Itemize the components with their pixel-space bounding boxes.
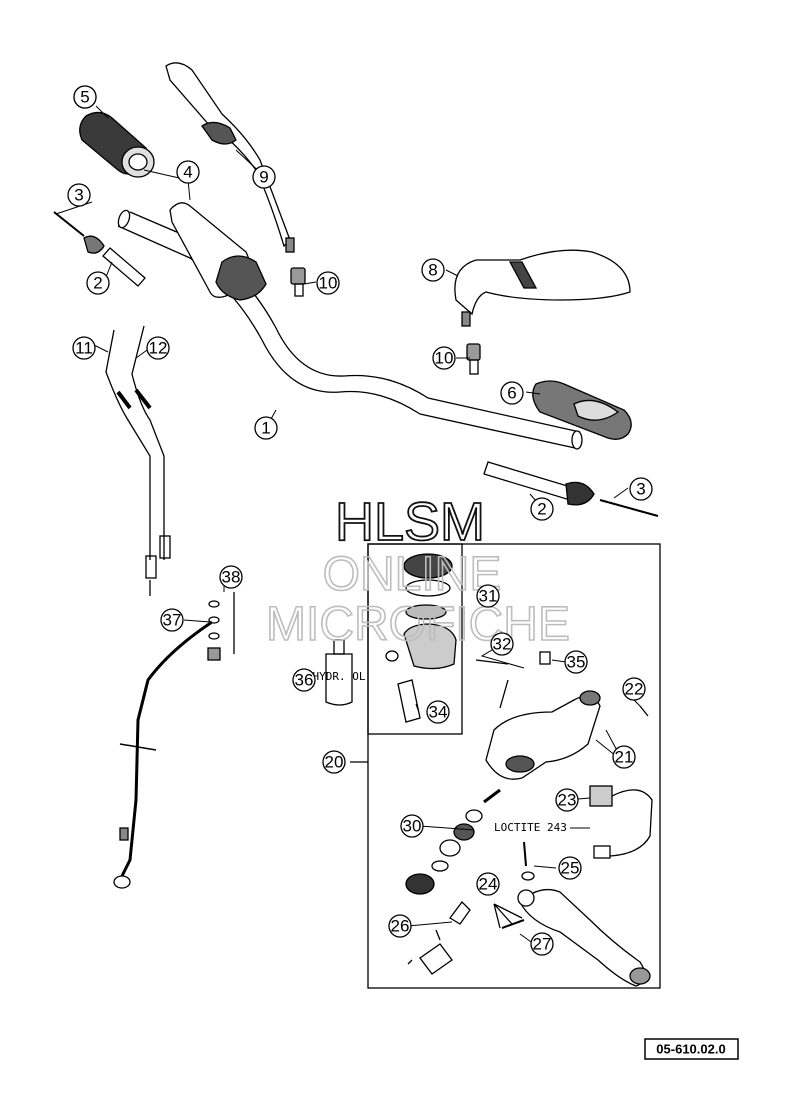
callout-35: 35 [564, 650, 588, 674]
piston-kit [405, 788, 501, 895]
callout-10a-text: 10 [319, 274, 338, 293]
callout-1: 1 [254, 416, 278, 440]
callout-4: 4 [176, 160, 200, 184]
callout-6: 6 [500, 381, 524, 405]
bar-end-right [483, 461, 659, 517]
pushrod-parts [407, 901, 471, 975]
callout-36-text: 36 [295, 671, 314, 690]
callout-37-text: 37 [163, 611, 182, 630]
callout-27-text: 27 [533, 935, 552, 954]
callout-24: 24 [476, 872, 500, 896]
watermark-line3: MICROFICHE [266, 598, 570, 651]
callout-27: 27 [530, 932, 554, 956]
fluid-bottle: HYDR. OL [313, 639, 366, 706]
callout-26-text: 26 [391, 917, 410, 936]
callout-34: 34 [426, 700, 450, 724]
banjo-washers [207, 592, 235, 661]
callout-8-text: 8 [428, 261, 437, 280]
lever-bracket [475, 651, 649, 780]
callout-12: 12 [146, 336, 170, 360]
callout-4-text: 4 [183, 163, 192, 182]
callout-21: 21 [612, 745, 636, 769]
callout-20: 20 [322, 750, 346, 774]
callout-24-text: 24 [479, 875, 498, 894]
nut-right [466, 343, 481, 375]
callout-21-text: 21 [615, 748, 634, 767]
callout-9-text: 9 [259, 168, 268, 187]
diagram-code: 05-610.02.0 [656, 1042, 725, 1057]
loctite-note: LOCTITE 243 [494, 821, 567, 834]
grip-left [79, 111, 155, 178]
callout-10b-text: 10 [435, 349, 454, 368]
callout-9: 9 [252, 165, 276, 189]
watermark-line1: HLSM [335, 492, 485, 552]
callout-36: 36 [292, 668, 316, 692]
callout-30: 30 [400, 814, 424, 838]
callout-8: 8 [421, 258, 445, 282]
grip-right [532, 380, 632, 440]
callout-group: 1 2 2 3 3 4 5 6 8 9 10 10 11 12 20 21 22… [67, 85, 653, 956]
callout-6-text: 6 [507, 384, 516, 403]
brake-switch [589, 785, 653, 859]
callout-2a-text: 2 [93, 274, 102, 293]
throttle-tube [169, 202, 267, 301]
callout-2b: 2 [530, 497, 554, 521]
callout-25: 25 [558, 856, 582, 880]
throttle-cables [105, 325, 171, 596]
callout-20-text: 20 [325, 753, 344, 772]
callout-10a: 10 [316, 271, 340, 295]
callout-23: 23 [555, 788, 579, 812]
callout-37: 37 [160, 608, 184, 632]
kit-frame [350, 543, 661, 989]
callout-11: 11 [72, 336, 96, 360]
watermark: HLSM ONLINE MICROFICHE [265, 491, 571, 652]
callout-32: 32 [490, 632, 514, 656]
callout-31: 31 [476, 584, 500, 608]
callout-26: 26 [388, 914, 412, 938]
callout-5b: 5 [73, 85, 97, 109]
callout-1-text: 1 [261, 419, 270, 438]
callout-3a: 3 [67, 183, 91, 207]
callout-3b-text: 3 [636, 480, 645, 499]
callout-22: 22 [622, 677, 646, 701]
callout-31-text: 31 [479, 587, 498, 606]
callout-12-text: 12 [149, 339, 168, 358]
bottle-label: HYDR. OL [313, 670, 366, 683]
callout-2b-text: 2 [537, 500, 546, 519]
callout-10b: 10 [432, 346, 456, 370]
cover-left [165, 62, 295, 253]
callout-30-text: 30 [403, 817, 422, 836]
callout-23-text: 23 [558, 791, 577, 810]
callout-34-text: 34 [429, 703, 448, 722]
callout-32-text: 32 [493, 635, 512, 654]
callout-38-text: 38 [222, 568, 241, 587]
callout-35-text: 35 [567, 653, 586, 672]
callout-2a: 2 [86, 271, 110, 295]
watermark-line2: ONLINE [323, 548, 502, 601]
callout-3a-text: 3 [74, 186, 83, 205]
diagram-code-box: 05-610.02.0 [644, 1038, 739, 1060]
hand-lever [493, 841, 651, 987]
cover-right [454, 249, 631, 327]
callout-5b-text: 5 [80, 88, 89, 107]
reservoir-parts [385, 553, 457, 723]
callout-22-text: 22 [625, 680, 644, 699]
callout-3b: 3 [629, 477, 653, 501]
callout-11-text: 11 [75, 339, 93, 358]
brake-line [113, 620, 213, 889]
bar-end-left [53, 211, 146, 287]
callout-38: 38 [219, 565, 243, 589]
nut-top [290, 267, 306, 297]
callout-25-text: 25 [561, 859, 580, 878]
